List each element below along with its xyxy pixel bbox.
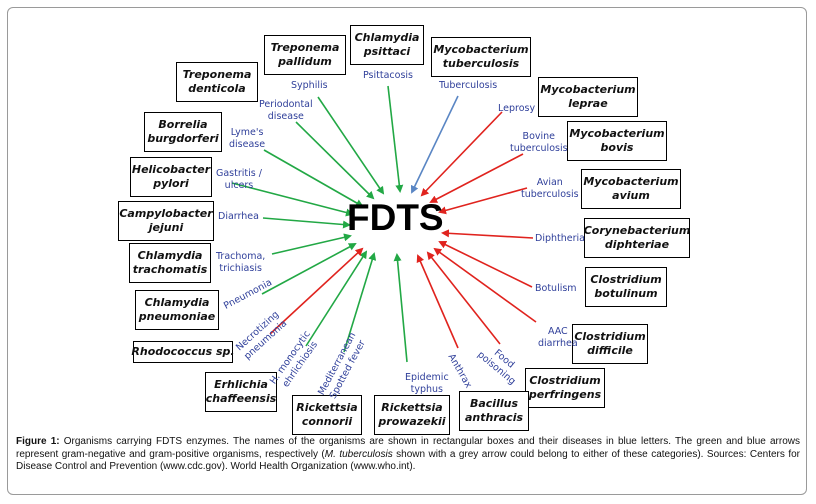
disease-label: Epidemic typhus (405, 372, 449, 395)
disease-label: Syphilis (291, 80, 328, 91)
disease-label: Leprosy (498, 103, 536, 114)
arrow-spotted-fever (343, 252, 377, 353)
organism-label: Corynebacterium diphteriae (583, 224, 691, 251)
organism-label: Bacillus anthracis (464, 397, 524, 424)
arrow-trachoma (271, 233, 352, 255)
arrow-diphtheria (441, 229, 534, 239)
arrow-ehrlichiosis (305, 250, 368, 347)
organism-label: Mycobacterium bovis (569, 127, 665, 154)
disease-label: Avian tuberculosis (521, 177, 579, 200)
organism-label: Mycobacterium leprae (540, 83, 636, 110)
organism-box: Clostridium botulinum (585, 267, 667, 307)
organism-label: Campylobacter jejuni (119, 207, 213, 234)
arrow-anthrax (416, 254, 459, 349)
organism-box: Borrelia burgdorferi (144, 112, 222, 152)
organism-box: Corynebacterium diphteriae (584, 218, 690, 258)
arrow-syphilis (317, 96, 385, 195)
organism-label: Helicobacter pylori (131, 163, 211, 190)
caption-text: Organisms carrying FDTS enzymes. The nam… (16, 436, 800, 460)
caption-text-end: shown with a grey arrow could belong to … (16, 448, 801, 473)
disease-label: Trachoma, trichiasis (216, 251, 266, 274)
organism-box: Mycobacterium avium (581, 169, 681, 209)
organism-box: Erhlichia chaffeensis (205, 372, 277, 412)
organism-box: Treponema denticola (176, 62, 258, 102)
arrow-psittacosis (387, 85, 404, 193)
organism-box: Clostridium difficile (572, 324, 648, 364)
organism-label: Clostridium perfringens (528, 374, 602, 401)
organism-box: Rhodococcus sp. (131, 341, 235, 363)
organism-box: Bacillus anthracis (459, 391, 529, 431)
organism-box: Clostridium perfringens (525, 368, 605, 408)
organism-box: Mycobacterium tuberculosis (431, 37, 531, 77)
organism-box: Rickettsia connorii (292, 395, 362, 435)
organism-label: Treponema pallidum (270, 41, 340, 68)
disease-label: Botulism (535, 283, 577, 294)
organism-box: Treponema pallidum (264, 35, 346, 75)
organism-box: Rickettsia prowazekii (374, 395, 450, 435)
organism-box: Helicobacter pylori (130, 157, 212, 197)
organism-label: Chlamydia psittaci (354, 31, 420, 58)
arrow-food-poisoning (426, 251, 501, 345)
arrow-necrotizing (269, 247, 364, 335)
disease-label: Diarrhea (218, 211, 259, 222)
organism-box: Chlamydia pneumoniae (135, 290, 219, 330)
arrow-lyme (263, 149, 364, 207)
organism-box: Mycobacterium leprae (538, 77, 638, 117)
disease-label: Bovine tuberculosis (510, 131, 568, 154)
figure-caption: Figure 1: Organisms carrying FDTS enzyme… (16, 436, 800, 474)
organism-label: Borrelia burgdorferi (147, 118, 219, 145)
arrow-tuberculosis (410, 95, 459, 194)
organism-label: Erhlichia chaffeensis (205, 378, 277, 405)
disease-label: Tuberculosis (439, 80, 498, 91)
organism-box: Chlamydia psittaci (350, 25, 424, 65)
arrow-avian (438, 187, 528, 215)
disease-label: AAC diarrhea (538, 326, 578, 349)
fdts-center-label: FDTS (347, 197, 444, 238)
figure-number: Figure 1: (16, 436, 60, 447)
arrow-botulism (438, 241, 533, 288)
arrow-diarrhea (262, 217, 351, 229)
organism-label: Clostridium difficile (574, 330, 646, 357)
disease-label: Psittacosis (363, 70, 413, 81)
arrow-typhus (393, 253, 408, 363)
arrow-bovine (429, 153, 524, 203)
organism-label: Chlamydia trachomatis (132, 249, 208, 276)
disease-label: Periodontal disease (259, 99, 313, 122)
organism-label: Rhodococcus sp. (131, 345, 235, 358)
organism-label: Rickettsia prowazekii (378, 401, 446, 428)
organism-box: Chlamydia trachomatis (129, 243, 211, 283)
organism-label: Chlamydia pneumoniae (138, 296, 216, 323)
organism-label: Treponema denticola (182, 68, 252, 95)
caption-italic-term: M. tuberculosis (324, 448, 393, 460)
organism-label: Clostridium botulinum (590, 273, 662, 300)
disease-label: Gastritis / ulcers (216, 168, 262, 191)
organism-box: Mycobacterium bovis (567, 121, 667, 161)
organism-box: Campylobacter jejuni (118, 201, 214, 241)
arrow-pneumonia (261, 243, 357, 295)
arrow-aac-diarrhea (433, 247, 537, 323)
organism-label: Mycobacterium tuberculosis (433, 43, 529, 70)
organism-label: Rickettsia connorii (296, 401, 358, 428)
arrow-leprosy (420, 111, 503, 197)
organism-label: Mycobacterium avium (583, 175, 679, 202)
arrow-gastritis (231, 182, 354, 217)
arrow-periodontal (295, 121, 375, 200)
disease-label: Lyme's disease (229, 127, 266, 150)
disease-label: Diphtheria (535, 233, 585, 244)
